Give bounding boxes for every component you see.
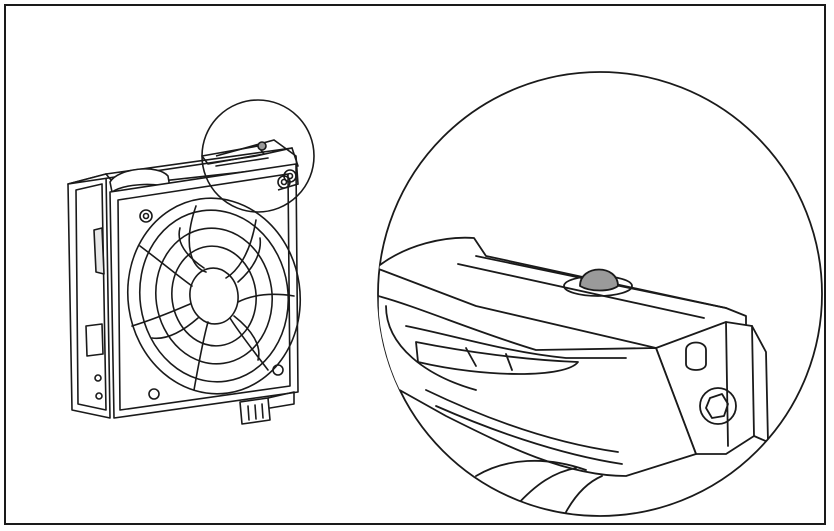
latch-top-edge bbox=[457, 263, 705, 319]
fan-top-hump bbox=[109, 168, 171, 193]
fan-grille-outer bbox=[126, 197, 302, 395]
side-hole bbox=[94, 374, 102, 382]
connector-pin bbox=[254, 404, 257, 420]
connector-pin bbox=[247, 405, 250, 421]
callout-button bbox=[257, 141, 267, 151]
grille-spoke bbox=[193, 321, 209, 391]
pivot-stud bbox=[685, 341, 707, 371]
grille-spoke bbox=[188, 205, 207, 273]
fan-module bbox=[67, 145, 302, 425]
side-latch-tab bbox=[85, 323, 104, 357]
latch-arm bbox=[378, 295, 697, 477]
latch-slot-detail bbox=[505, 353, 513, 371]
latch-arm-inner bbox=[405, 325, 627, 359]
grille-spoke bbox=[139, 245, 193, 287]
side-hole bbox=[95, 392, 103, 400]
fan-blade-fragment bbox=[515, 467, 577, 507]
fan-front-face-inner bbox=[117, 173, 291, 411]
fan-blade-fragment bbox=[475, 459, 587, 477]
grille-spoke bbox=[229, 317, 269, 371]
fan-blade bbox=[178, 227, 205, 269]
magnified-view bbox=[377, 71, 823, 517]
connector-base bbox=[267, 391, 295, 409]
grille-spoke bbox=[237, 293, 295, 303]
fan-blade bbox=[151, 317, 199, 340]
illustration bbox=[67, 71, 823, 517]
fan-blade-fragment bbox=[565, 475, 603, 513]
detail-callout-circle bbox=[201, 99, 315, 213]
fan-grille-ring bbox=[154, 227, 274, 365]
pivot-housing-lip bbox=[751, 325, 769, 443]
callout-pivot bbox=[283, 169, 297, 183]
fan-side-panel-inner bbox=[75, 183, 107, 411]
side-latch bbox=[93, 227, 105, 275]
corner-screw bbox=[148, 388, 160, 400]
latch-slot-detail bbox=[465, 347, 477, 367]
corner-screw bbox=[280, 178, 288, 186]
callout-hinge bbox=[215, 139, 299, 191]
latch-lower-groove bbox=[425, 389, 619, 453]
fan-top-slot-2 bbox=[215, 157, 269, 167]
pivot-bolt bbox=[699, 387, 737, 425]
corner-screw bbox=[139, 209, 153, 223]
fan-hub bbox=[189, 267, 239, 325]
release-button bbox=[579, 268, 619, 292]
fan-blade bbox=[237, 237, 262, 283]
connector-pin bbox=[261, 403, 264, 419]
pivot-housing-edge bbox=[725, 321, 729, 447]
fan-grille-ring bbox=[171, 245, 257, 347]
fan-blade bbox=[233, 315, 260, 361]
corner-screw bbox=[142, 212, 150, 220]
figure-frame bbox=[4, 4, 826, 525]
grille-spoke bbox=[131, 303, 191, 327]
callout-pivot bbox=[286, 172, 294, 180]
fan-grille-ring bbox=[138, 209, 290, 383]
latch-inner-arc bbox=[385, 305, 477, 391]
latch-lower-groove bbox=[435, 405, 623, 465]
grille-spoke bbox=[225, 219, 257, 279]
pivot-bolt-hex bbox=[705, 393, 729, 419]
